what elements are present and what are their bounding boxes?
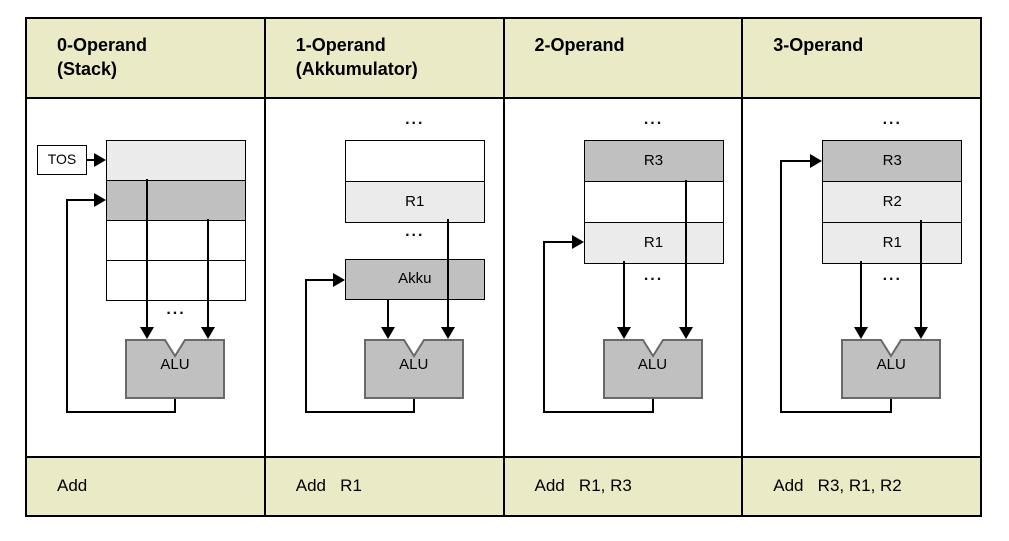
register-cell-r3: R3 (823, 141, 962, 182)
alu-box (602, 339, 703, 399)
alu-input-arrow-right-icon (914, 327, 929, 339)
feedback-line-top (304, 279, 334, 281)
header-line: 2-Operand (534, 35, 625, 55)
alu-input-line-left (860, 261, 863, 328)
alu-input-arrow-right-icon (201, 327, 215, 339)
diagram-3-operand: ... R3 R2 R1 ... ALU (743, 99, 980, 456)
feedback-line-top (66, 199, 95, 201)
ellipsis: ... (882, 267, 902, 284)
alu-output-line (174, 399, 176, 413)
register-cell-r1: R1 (584, 223, 723, 263)
tos-box: TOS (37, 145, 87, 175)
alu-input-line-left (622, 261, 625, 328)
ellipsis: ... (643, 267, 664, 284)
register-cell (584, 182, 723, 223)
ellipsis: ... (166, 301, 186, 318)
ellipsis: ... (405, 223, 425, 240)
stack-box (106, 140, 246, 301)
header-line: 0-Operand (57, 35, 148, 55)
feedback-line-bottom (780, 411, 893, 413)
feedback-line-bottom (304, 411, 415, 413)
header-3-operand: 3-Operand (743, 19, 980, 99)
header-row: 0-Operand (Stack) 1-Operand (Akkumulator… (27, 19, 980, 99)
alu-input-line-right (207, 219, 209, 328)
header-line: (Akkumulator) (295, 59, 418, 80)
stack-cell-second (107, 181, 245, 221)
feedback-line-bottom (542, 411, 654, 413)
instruction-3-operand: Add R3, R1, R2 (743, 456, 980, 515)
diagram-0-operand: TOS ... ALU (27, 99, 266, 456)
stack-cell (107, 221, 245, 261)
alu-label: ALU (637, 356, 668, 373)
alu-box (841, 339, 942, 399)
header-2-operand: 2-Operand (504, 19, 744, 99)
alu-label: ALU (160, 356, 190, 373)
akku-box: Akku (344, 259, 485, 300)
diagram-2-operand: ... R3 R1 ... ALU (504, 99, 744, 456)
alu-input-line-right (920, 220, 923, 328)
register-cell-r2: R2 (823, 182, 962, 223)
alu-label: ALU (399, 356, 429, 373)
feedback-arrow-icon (810, 154, 823, 168)
register-cell-r1: R1 (823, 223, 962, 263)
register-cell-r1: R1 (345, 182, 484, 222)
register-box: R3 R1 (583, 140, 724, 264)
ellipsis: ... (405, 111, 425, 128)
alu-box (363, 339, 464, 399)
alu-box (125, 339, 225, 399)
comparison-table: 0-Operand (Stack) 1-Operand (Akkumulator… (25, 17, 982, 517)
register-box: R1 (344, 140, 485, 223)
instruction-row: Add Add R1 Add R1, R3 Add R3, R1, R2 (27, 456, 980, 515)
tos-arrow-icon (94, 153, 106, 167)
header-line: 3-Operand (773, 35, 864, 55)
feedback-line-top (780, 160, 812, 162)
alu-input-arrow-left-icon (140, 327, 154, 339)
instruction-0-operand: Add (27, 456, 266, 515)
alu-input-arrow-right-icon (678, 327, 693, 339)
alu-input-line-right (446, 219, 449, 328)
alu-output-line (651, 399, 654, 413)
instruction-1-operand: Add R1 (265, 456, 505, 515)
header-line: 1-Operand (295, 35, 386, 55)
akku-label: Akku (398, 270, 432, 287)
alu-output-line (890, 399, 893, 413)
stack-cell (107, 261, 245, 300)
register-cell-r3: R3 (584, 141, 723, 182)
tos-arrow-line (87, 159, 95, 161)
ellipsis: ... (882, 111, 902, 128)
alu-label: ALU (876, 356, 906, 373)
feedback-line-top (542, 241, 573, 243)
alu-input-arrow-left-icon (616, 327, 631, 339)
feedback-line-left (780, 160, 783, 413)
instruction-2-operand: Add R1, R3 (504, 456, 744, 515)
feedback-line-left (542, 241, 545, 413)
alu-input-line-left (146, 179, 148, 328)
alu-input-arrow-left-icon (380, 327, 395, 339)
tos-label: TOS (47, 151, 77, 167)
ellipsis: ... (643, 111, 664, 128)
alu-input-arrow-right-icon (440, 327, 455, 339)
header-1-operand: 1-Operand (Akkumulator) (265, 19, 505, 99)
alu-input-arrow-left-icon (854, 327, 869, 339)
feedback-arrow-icon (332, 273, 345, 287)
diagram-row: TOS ... ALU (27, 99, 980, 456)
stack-cell-top (107, 141, 245, 181)
register-cell (345, 141, 484, 182)
diagram-1-operand: ... R1 ... Akku ALU (265, 99, 505, 456)
alu-input-line-right (684, 180, 687, 328)
feedback-line-left (66, 199, 68, 413)
header-0-operand: 0-Operand (Stack) (27, 19, 266, 99)
feedback-line-bottom (66, 411, 176, 413)
header-line: (Stack) (57, 59, 118, 80)
register-box: R3 R2 R1 (822, 140, 963, 264)
alu-input-line-left (386, 299, 389, 328)
feedback-arrow-icon (94, 193, 106, 207)
alu-output-line (412, 399, 415, 413)
feedback-arrow-icon (571, 235, 584, 249)
feedback-line-left (304, 279, 307, 413)
